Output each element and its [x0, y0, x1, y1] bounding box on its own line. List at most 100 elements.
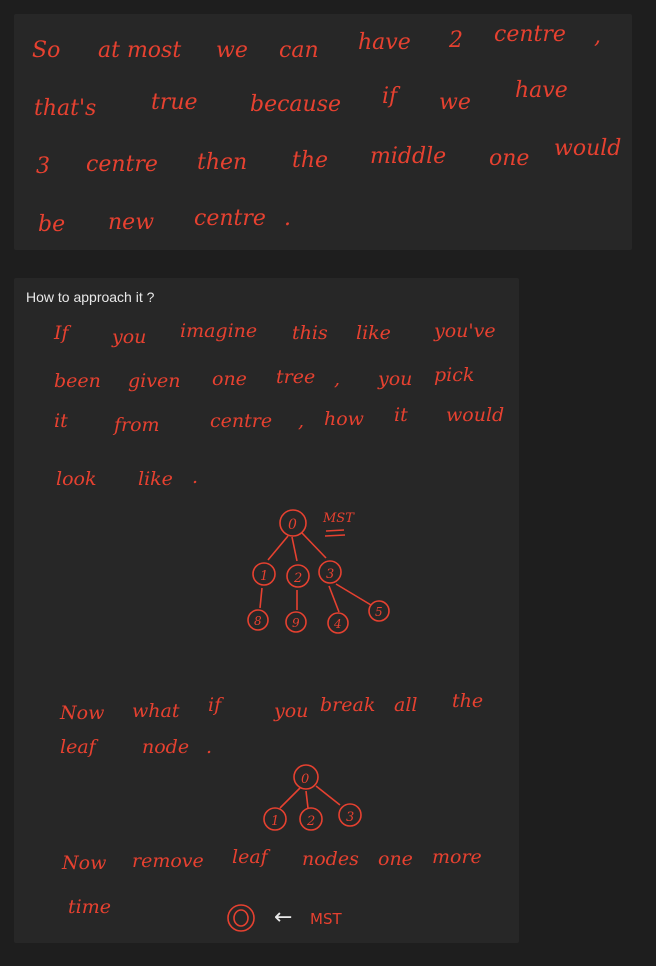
tree-node [247, 609, 269, 631]
handwritten-word: you [378, 368, 413, 390]
handwritten-word: 2 [449, 28, 463, 53]
tree-diagram-full: 0 MST 1 2 3 8 9 4 5 [247, 509, 390, 634]
handwritten-word: that's [34, 96, 97, 121]
handwritten-note-card-top: So at most we can have 2 centre , that's… [14, 14, 632, 250]
tree-node-label: 3 [346, 810, 354, 825]
handwritten-word: middle [370, 144, 447, 169]
handwritten-word: node [142, 736, 190, 758]
tree-edge [267, 535, 289, 561]
handwritten-word: because [250, 92, 342, 117]
handwritten-word: So [32, 38, 61, 63]
final-node-diagram: ← MST [227, 904, 342, 932]
handwritten-word: true [151, 90, 198, 115]
tree-node-label: 0 [301, 772, 309, 787]
tree-node-root [293, 764, 319, 790]
tree-node [299, 807, 323, 831]
handwritten-word: like [138, 468, 173, 490]
tree-node [286, 564, 310, 588]
tree-node-root [279, 509, 307, 537]
handwritten-word: you [112, 326, 147, 348]
handwritten-word: this [292, 322, 328, 344]
underline-mark [325, 529, 345, 532]
handwritten-word: time [68, 896, 111, 918]
tree-edge [305, 790, 309, 809]
handwritten-word: like [356, 322, 391, 344]
tree-node-label: 1 [271, 814, 279, 829]
handwritten-word: . [206, 736, 213, 758]
handwritten-word: the [292, 148, 329, 173]
handwritten-word: you [274, 700, 309, 722]
handwritten-word: . [284, 206, 291, 231]
handwritten-word: we [216, 38, 248, 63]
final-node [227, 904, 255, 932]
handwritten-word: you've [434, 320, 496, 342]
handwritten-word: centre [210, 410, 273, 432]
handwritten-word: imagine [180, 320, 258, 342]
tree-node-label: 4 [333, 617, 342, 631]
tree-edge [315, 785, 341, 806]
tree-edge [301, 532, 327, 559]
handwritten-word: been [54, 370, 101, 392]
handwritten-word: have [515, 78, 568, 103]
handwritten-word: look [56, 468, 97, 490]
handwritten-word: the [452, 690, 484, 712]
tree-node [338, 803, 362, 827]
tree-node [368, 600, 390, 622]
tree-node [285, 611, 307, 633]
handwritten-word: how [324, 408, 364, 430]
tree-node-label: 9 [292, 616, 300, 630]
tree-edge [335, 583, 372, 606]
tree-node [263, 807, 287, 831]
tree-node [252, 562, 276, 586]
handwritten-word: Now [62, 852, 107, 874]
handwritten-word: tree [276, 366, 316, 388]
handwritten-word: can [279, 38, 319, 63]
final-node-annotation: MST [310, 910, 342, 928]
handwritten-word: all [394, 694, 418, 716]
tree-edge [328, 585, 340, 613]
handwritten-word: then [197, 150, 248, 175]
note-heading: How to approach it ? [26, 289, 155, 305]
handwritten-word: , [334, 368, 341, 390]
handwritten-word: remove [132, 850, 204, 872]
handwritten-word: leaf [60, 736, 96, 758]
handwritten-word: Now [60, 702, 105, 724]
handwritten-word: would [446, 404, 505, 426]
tree-edge [259, 587, 263, 609]
handwritten-word: If [54, 322, 69, 344]
tree-node-label: 8 [254, 614, 262, 628]
handwritten-word: we [439, 90, 471, 115]
handwritten-note-card-bottom: How to approach it ? If you imagine this… [14, 278, 519, 943]
handwritten-word: 3 [36, 154, 50, 179]
tree-edge [291, 536, 298, 562]
handwritten-word: one [212, 368, 247, 390]
tree-edge [279, 787, 301, 809]
tree-node-label: 1 [260, 569, 268, 584]
handwritten-word: if [208, 694, 222, 716]
tree-root-annotation: MST [322, 511, 355, 526]
handwritten-word: . [192, 466, 199, 488]
handwritten-word: centre [494, 22, 566, 47]
tree-node-label: 2 [293, 571, 302, 586]
handwritten-word: , [594, 24, 601, 49]
handwritten-word: break [320, 694, 376, 716]
handwritten-word: what [132, 700, 180, 722]
handwritten-word: from [114, 414, 160, 436]
handwritten-word: at most [98, 38, 182, 63]
handwritten-word: would [554, 136, 622, 161]
handwritten-word: one [378, 848, 413, 870]
tree-node-label: 5 [375, 605, 383, 619]
tree-diagram-pruned: 0 1 2 3 [263, 764, 362, 831]
final-node-inner-mark [233, 909, 249, 927]
underline-mark [324, 534, 346, 537]
handwritten-word: nodes [302, 848, 359, 870]
tree-node [318, 560, 342, 584]
handwritten-word: pick [434, 364, 475, 386]
tree-node [327, 612, 349, 634]
handwritten-word: leaf [232, 846, 268, 868]
handwritten-word: it [54, 410, 68, 432]
tree-node-label: 3 [326, 567, 334, 582]
handwritten-word: given [128, 370, 181, 392]
tree-node-label: 0 [288, 517, 297, 533]
